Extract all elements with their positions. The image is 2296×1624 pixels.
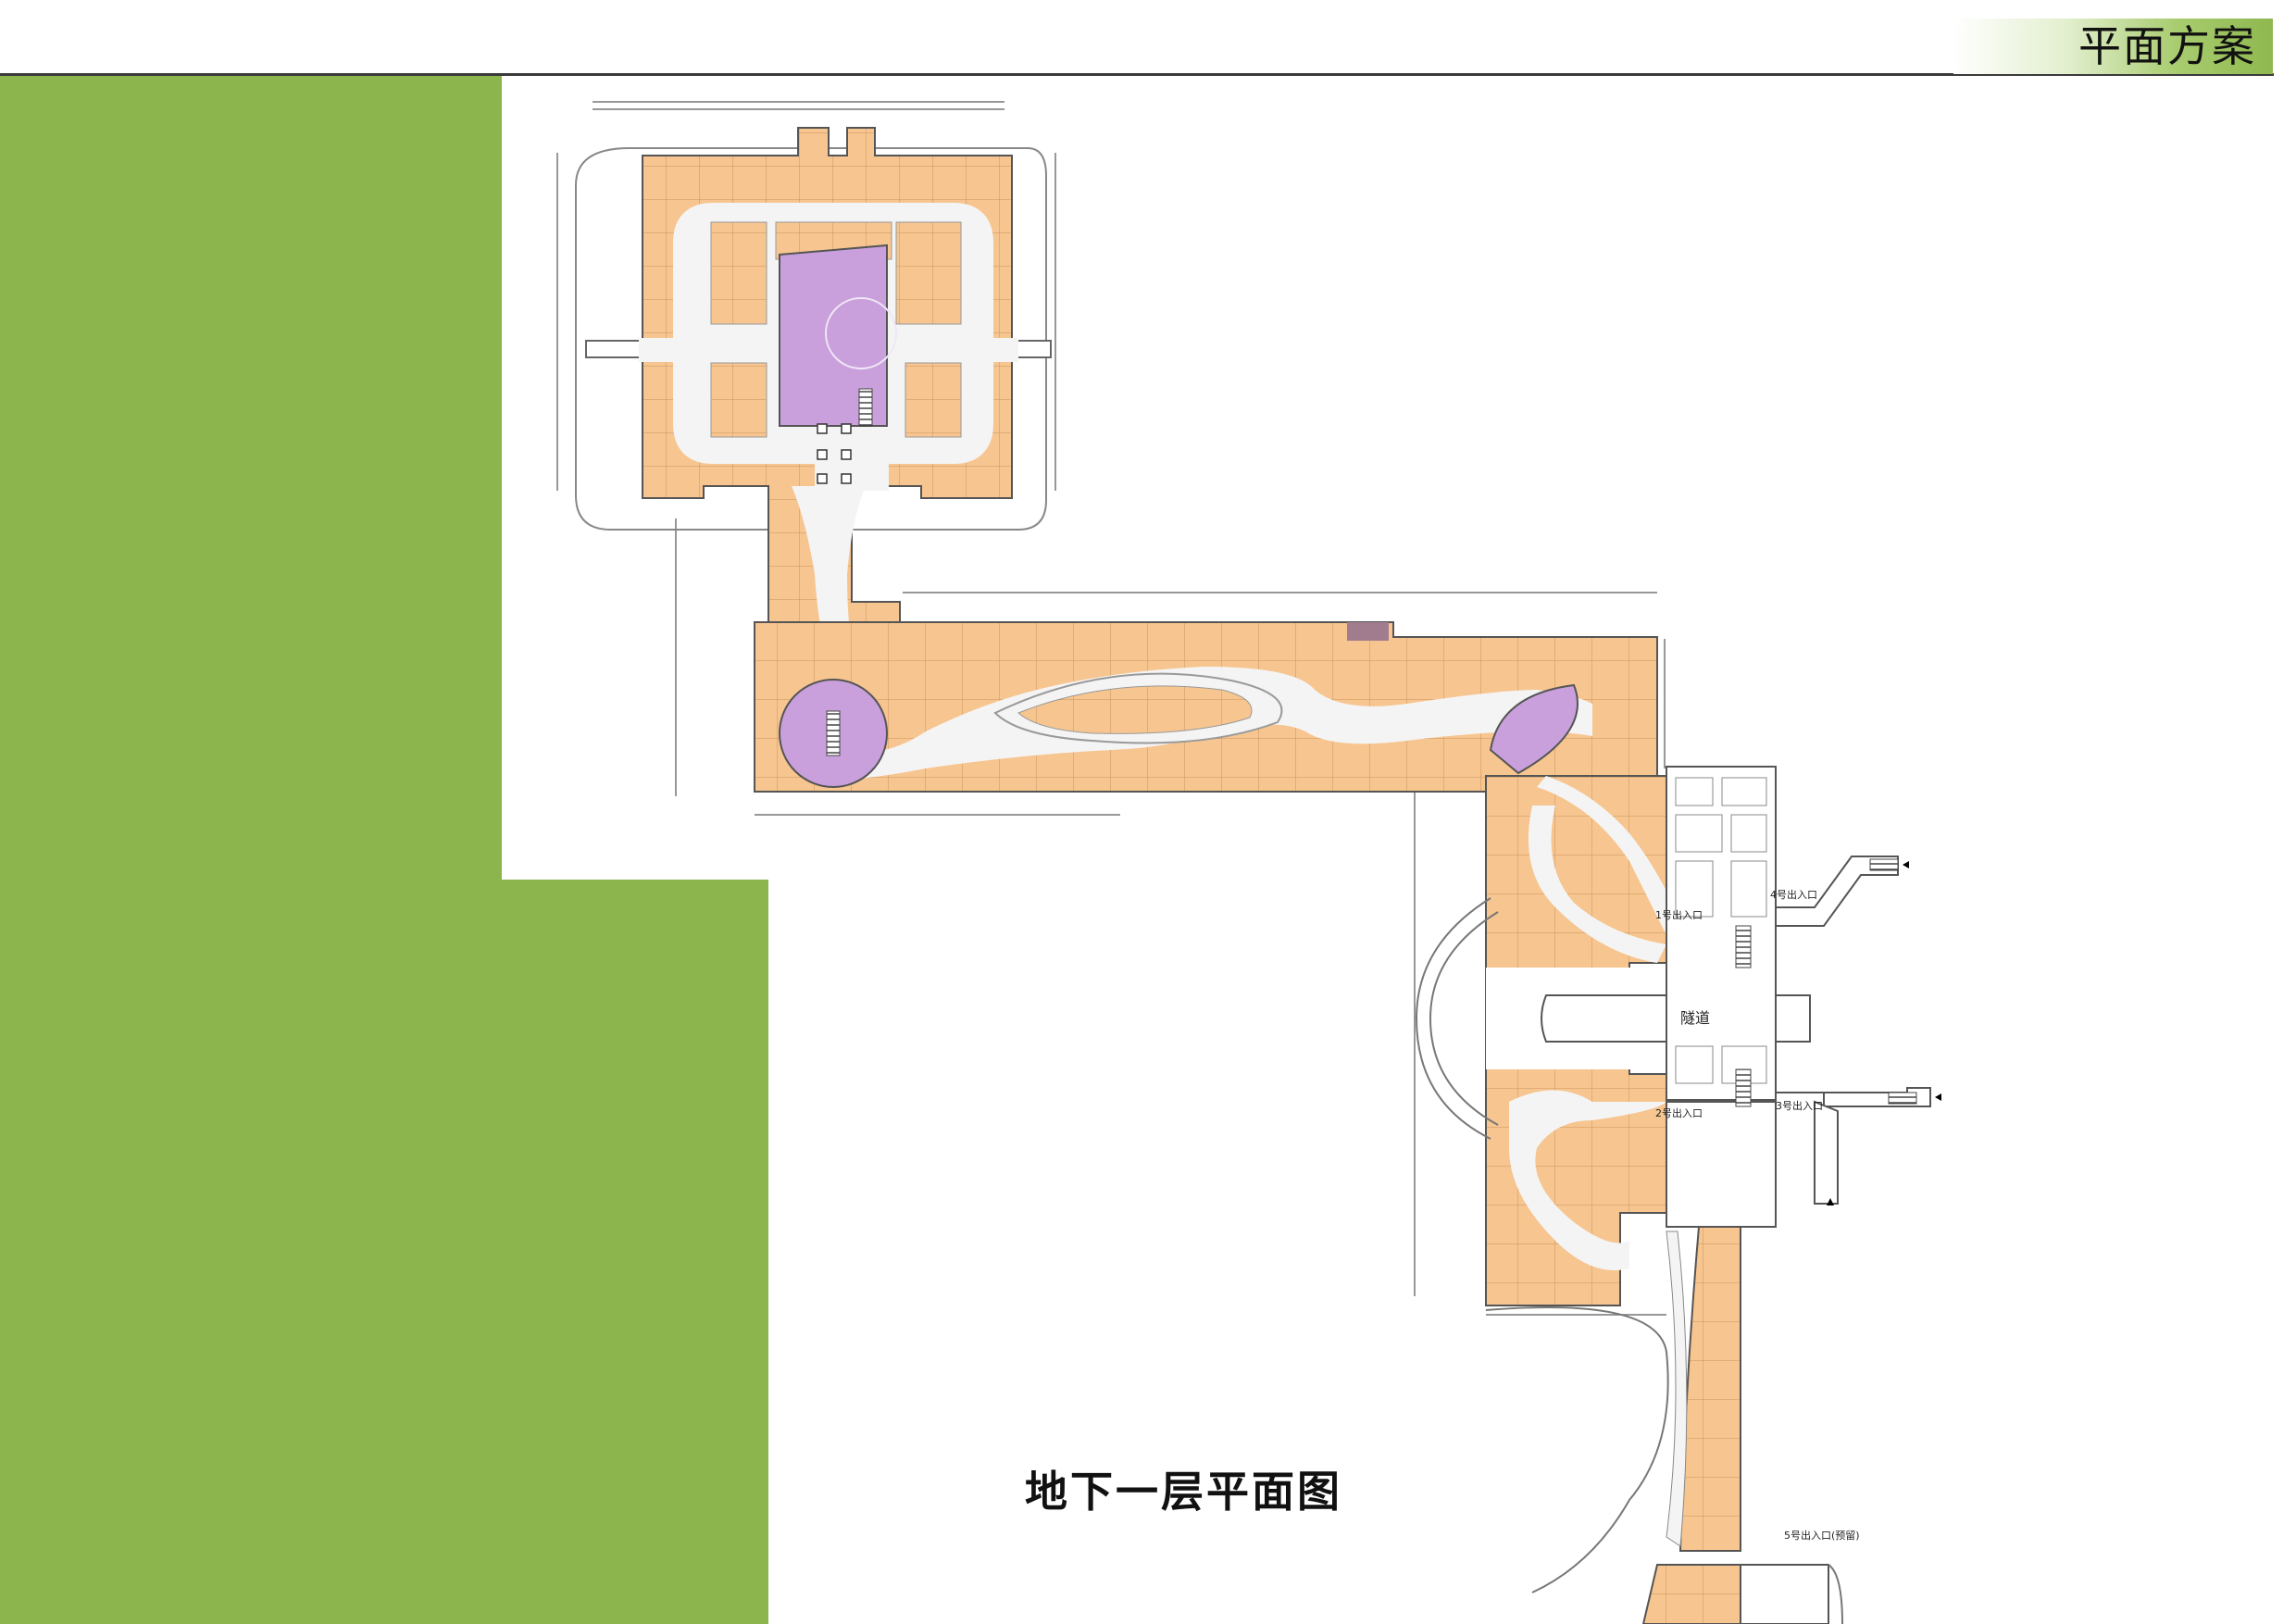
entrance-4-label: 4号出入口 [1770,888,1817,901]
entrance-2-label: 2号出入口 [1655,1106,1703,1119]
site-outline [575,147,1047,531]
section-title: 平面方案 [2078,21,2256,71]
entrance-3-label: 3号出入口 [1776,1099,1823,1112]
entrance-5-label: 5号出入口(预留) [1784,1529,1860,1542]
tunnel-label: 隧道 [1680,1009,1710,1027]
central-block [754,621,1658,793]
section-title-box: 平面方案 [1953,19,2273,74]
north-block [639,127,1018,779]
header-rule [0,73,2274,76]
southeast-block [1415,766,1941,1306]
plan-title: 地下一层平面图 [1025,1467,1342,1517]
dimension-lines [556,101,1666,1316]
green-panel-top [0,76,502,880]
south-spur [1485,1226,1843,1624]
entrance-1-label: 1号出入口 [1655,908,1703,921]
green-panel-bottom [0,880,768,1624]
